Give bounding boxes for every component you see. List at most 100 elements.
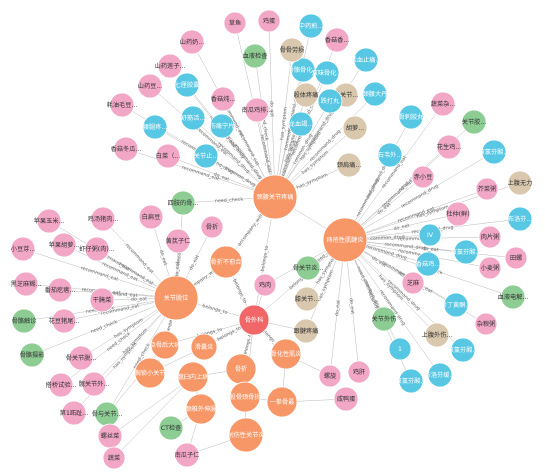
graph-node[interactable]: 鸡蛋 xyxy=(257,9,281,33)
graph-node[interactable]: 双氯芬酸... xyxy=(451,239,482,265)
node-circle[interactable] xyxy=(478,256,502,280)
graph-node[interactable]: 舒筋活... xyxy=(180,105,206,131)
node-circle[interactable] xyxy=(210,86,236,112)
node-circle[interactable] xyxy=(19,342,45,368)
node-circle[interactable] xyxy=(142,114,168,140)
node-circle[interactable] xyxy=(279,37,305,63)
graph-node[interactable]: 髋臼内上病 xyxy=(177,361,209,393)
graph-node[interactable]: 骨化性肌炎 xyxy=(271,338,302,370)
graph-node[interactable]: 白菜（... xyxy=(155,143,181,169)
graph-node[interactable]: CT检查 xyxy=(158,415,184,441)
graph-node[interactable]: 活血止痛... xyxy=(351,47,382,73)
graph-node[interactable]: 苹果玉米... xyxy=(34,208,65,234)
graph-node[interactable]: 螺旋 xyxy=(318,364,342,388)
graph-node[interactable]: 颈肩痛... xyxy=(336,152,362,178)
graph-node[interactable]: 关节外伤 xyxy=(371,306,397,332)
graph-node[interactable]: 香菇炖... xyxy=(210,86,236,112)
node-circle[interactable] xyxy=(48,372,74,398)
node-circle[interactable] xyxy=(500,284,526,310)
graph-node[interactable]: 骨外科 xyxy=(238,304,270,336)
graph-node[interactable]: 跌打丸 xyxy=(317,88,343,114)
node-circle[interactable] xyxy=(138,204,164,230)
graph-node[interactable]: 胸锁小关节 xyxy=(134,357,166,389)
graph-node[interactable]: 咸鸭蛋 xyxy=(333,386,359,412)
graph-node[interactable]: 鸡汤猪肉... xyxy=(88,206,119,232)
node-circle[interactable] xyxy=(137,73,163,99)
node-circle[interactable] xyxy=(257,9,281,33)
node-circle[interactable] xyxy=(342,115,368,141)
graph-node[interactable]: 膝关节... xyxy=(294,286,320,312)
node-circle[interactable] xyxy=(430,91,456,117)
graph-node[interactable]: 花生鸡... xyxy=(436,134,462,160)
node-circle[interactable] xyxy=(388,337,412,361)
graph-node[interactable]: 花豆猪尾... xyxy=(49,308,80,334)
node-circle[interactable] xyxy=(180,105,206,131)
node-circle[interactable] xyxy=(209,113,235,139)
graph-node[interactable]: 双味骨化... xyxy=(312,60,343,86)
graph-node[interactable]: 布洛芬缓... xyxy=(425,362,456,388)
node-circle[interactable] xyxy=(478,225,502,249)
graph-node[interactable]: 胡萝... xyxy=(342,115,368,141)
node-circle[interactable] xyxy=(51,232,77,258)
node-circle[interactable] xyxy=(411,165,435,189)
node-circle[interactable] xyxy=(97,423,123,449)
node-circle[interactable] xyxy=(190,333,218,361)
graph-node[interactable]: 南瓜子仁 xyxy=(174,442,200,468)
node-circle[interactable] xyxy=(238,304,270,336)
graph-node[interactable]: 关节胶... xyxy=(461,109,487,135)
graph-node[interactable]: 第1跖趾... xyxy=(60,400,88,426)
node-circle[interactable] xyxy=(415,251,441,277)
node-circle[interactable] xyxy=(324,27,350,53)
graph-node[interactable]: 鸡肉 xyxy=(253,273,277,297)
node-circle[interactable] xyxy=(225,353,257,385)
node-circle[interactable] xyxy=(84,236,110,262)
graph-node[interactable]: 干腌菜 xyxy=(89,287,115,313)
node-circle[interactable] xyxy=(398,104,424,130)
node-circle[interactable] xyxy=(371,306,397,332)
graph-node[interactable]: 创伤性关节炎 xyxy=(227,417,265,453)
node-circle[interactable] xyxy=(453,239,479,265)
graph-node[interactable]: 骨与关节... xyxy=(92,401,123,427)
node-circle[interactable] xyxy=(293,82,319,108)
node-circle[interactable] xyxy=(61,400,87,426)
graph-node[interactable]: 南瓜鸡排... xyxy=(242,97,273,123)
node-circle[interactable] xyxy=(461,109,487,135)
graph-node[interactable]: 骨折 xyxy=(225,353,257,385)
node-circle[interactable] xyxy=(353,47,379,73)
graph-node[interactable]: 股骨颈骨折 xyxy=(230,381,261,413)
graph-node[interactable]: 双氯芬酸... xyxy=(448,337,479,363)
graph-node[interactable]: 香菇香... xyxy=(324,27,350,53)
graph-node[interactable]: 蔬菜 xyxy=(102,446,126,470)
graph-node[interactable]: 芝麻 xyxy=(401,271,425,295)
node-circle[interactable] xyxy=(401,271,425,295)
graph-node[interactable]: 骨折 xyxy=(200,215,224,239)
graph-node[interactable]: 山药豆... xyxy=(137,73,163,99)
graph-node[interactable]: 杂粮粥 xyxy=(474,312,498,336)
node-circle[interactable] xyxy=(507,206,533,232)
node-circle[interactable] xyxy=(266,386,298,418)
graph-node[interactable]: 双氯芬酸... xyxy=(396,368,427,394)
node-circle[interactable] xyxy=(377,142,403,168)
graph-node[interactable]: 番茄疙瘩... xyxy=(45,277,76,303)
node-circle[interactable] xyxy=(314,60,340,86)
node-circle[interactable] xyxy=(450,337,476,363)
node-circle[interactable] xyxy=(11,308,37,334)
graph-node[interactable]: IV xyxy=(418,223,442,247)
node-circle[interactable] xyxy=(362,81,388,107)
node-circle[interactable] xyxy=(134,357,166,389)
node-circle[interactable] xyxy=(170,190,196,216)
graph-node[interactable]: 髋关节外... xyxy=(79,371,110,397)
node-circle[interactable] xyxy=(228,417,264,453)
node-circle[interactable] xyxy=(481,139,507,165)
graph-node[interactable]: 血液检查 xyxy=(242,43,268,69)
node-circle[interactable] xyxy=(252,174,298,220)
graph-node[interactable]: 耗油毛豆... xyxy=(107,92,138,118)
node-circle[interactable] xyxy=(298,13,324,39)
node-circle[interactable] xyxy=(89,287,115,313)
graph-node[interactable]: 跟腱疼痛 xyxy=(293,318,319,344)
node-circle[interactable] xyxy=(174,442,200,468)
node-circle[interactable] xyxy=(177,361,209,393)
node-circle[interactable] xyxy=(47,277,73,303)
graph-node[interactable]: 小豆芽... xyxy=(10,236,36,262)
graph-node[interactable]: 黑芝麻糊... xyxy=(11,271,42,297)
